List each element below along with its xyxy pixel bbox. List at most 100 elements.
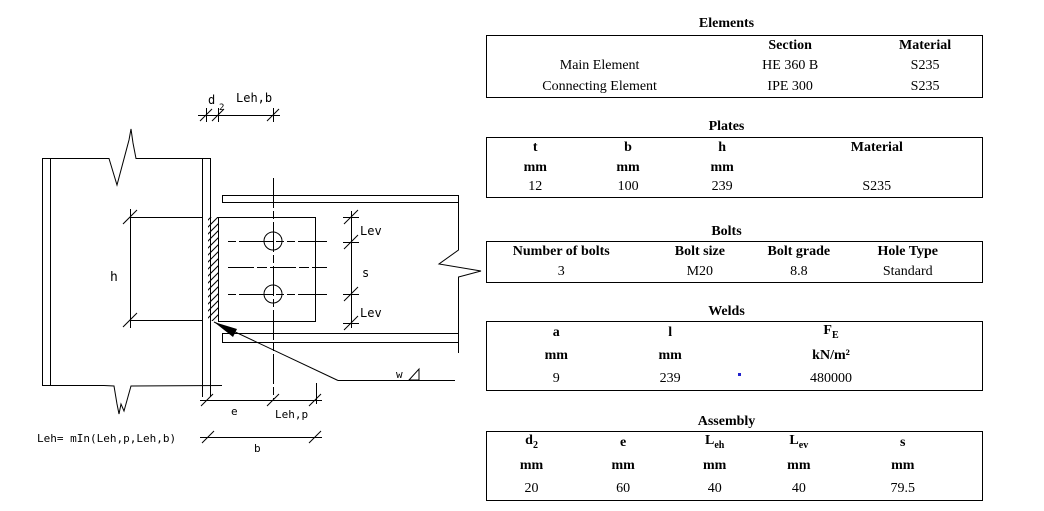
value-cell: 480000 (810, 370, 852, 386)
plates-header-material: Material (850, 139, 903, 155)
assembly-header-leh: Leh (670, 432, 759, 453)
lev-s-dimension (343, 209, 359, 331)
lev-base: L (789, 432, 799, 448)
welds-values-row: 9 239 480000 (487, 367, 982, 390)
unit-cell: mm (891, 458, 915, 473)
b-dimension (200, 430, 322, 444)
d2-dim-label: d (208, 93, 215, 107)
value-cell: 12 (528, 179, 543, 195)
bolts-header-number: Number of bolts (512, 244, 610, 259)
leader-arrowhead (214, 322, 237, 337)
plates-header-row: t b h Material (487, 138, 982, 158)
assembly-values-row: 20 60 40 40 79.5 (487, 477, 982, 500)
d2-base: d (525, 432, 533, 448)
unit-cell: mm (544, 348, 568, 363)
d2-dim-sub: 2 (219, 103, 224, 113)
h-dimension (122, 209, 202, 328)
welds-units-row: mm mm kN/m² (487, 345, 982, 368)
bolts-header-row: Number of bolts Bolt size Bolt grade Hol… (487, 242, 982, 262)
fe-sub: E (831, 329, 839, 341)
d2-sub: 2 (532, 439, 538, 451)
plates-units-row: mm mm mm (487, 158, 982, 178)
value-cell: 9 (552, 370, 560, 386)
assembly-header-row: d2 e Leh Lev s (487, 432, 982, 455)
assembly-units-row: mm mm mm mm mm (487, 455, 982, 478)
unit-cell: mm (616, 159, 640, 175)
assembly-header-lev: Lev (759, 432, 838, 453)
beam-break-line (437, 195, 482, 353)
value-cell: 79.5 (890, 480, 916, 496)
welds-header-a: a (552, 325, 560, 341)
lehp-dim-label: Leh,p (275, 408, 308, 421)
elements-header-material: Material (899, 38, 952, 54)
stray-dot (738, 373, 741, 376)
column-outline (42, 128, 223, 415)
plates-header-b: b (624, 139, 632, 155)
table-row: Connecting Element IPE 300 S235 (487, 77, 982, 97)
unit-cell: mm (787, 458, 811, 473)
assembly-header-d2: d2 (487, 432, 576, 453)
element-section: IPE 300 (767, 78, 813, 94)
bolts-table: Number of bolts Bolt size Bolt grade Hol… (486, 241, 983, 283)
elements-header-row: Section Material (487, 36, 982, 56)
bolts-header-holetype: Hole Type (877, 244, 938, 259)
e-dim-label: e (231, 405, 238, 418)
leh-base: L (705, 432, 715, 448)
plates-values-row: 12 100 239 S235 (487, 177, 982, 197)
welds-header-l: l (668, 325, 673, 341)
plates-table-title: Plates (708, 119, 745, 134)
s-label: s (362, 266, 369, 280)
assembly-header-e: e (620, 435, 627, 451)
value-cell: 40 (791, 480, 806, 496)
value-cell: 40 (707, 480, 722, 496)
welds-table-title: Welds (708, 304, 745, 319)
value-cell: S235 (862, 179, 892, 195)
unit-cell: mm (611, 458, 635, 473)
unit-cell: mm (710, 159, 734, 175)
value-cell: M20 (686, 264, 714, 279)
unit-cell: mm (658, 348, 682, 363)
b-dim-label: b (254, 442, 261, 455)
assembly-table: d2 e Leh Lev s mm mm mm mm mm 20 60 40 4… (486, 431, 983, 501)
value-cell: 239 (711, 179, 733, 195)
assembly-table-title: Assembly (697, 414, 756, 429)
elements-table-title: Elements (698, 16, 755, 31)
lev-top-label: Lev (360, 224, 382, 238)
weld-label: w (396, 368, 403, 381)
lev-sub: ev (798, 439, 809, 451)
unit-cell: mm (523, 159, 547, 175)
element-name: Main Element (559, 58, 640, 74)
element-name: Connecting Element (542, 78, 657, 94)
plates-table: t b h Material mm mm mm 12 100 239 S235 (486, 137, 983, 198)
element-material: S235 (910, 58, 940, 74)
value-cell: 60 (616, 480, 631, 496)
bolts-header-size: Bolt size (674, 244, 725, 259)
elements-table: Section Material Main Element HE 360 B S… (486, 35, 983, 98)
unit-cell: mm (703, 458, 727, 473)
leh-formula: Leh= mIn(Leh,p,Leh,b) (37, 432, 176, 445)
value-cell: Standard (882, 264, 933, 279)
fin-plate (218, 217, 316, 322)
value-cell: 100 (617, 179, 639, 195)
welds-header-fe: FE (715, 323, 948, 343)
bolts-header-grade: Bolt grade (767, 244, 831, 259)
welds-header-row: a l FE (487, 322, 982, 345)
bolts-table-title: Bolts (711, 224, 742, 239)
plates-header-h: h (718, 139, 726, 155)
bolts-values-row: 3 M20 8.8 Standard (487, 262, 982, 282)
value-cell: 239 (659, 370, 681, 386)
unit-cell: kN/m² (812, 348, 850, 363)
leh-sub: eh (714, 439, 725, 451)
value-cell: 20 (524, 480, 539, 496)
unit-cell: mm (519, 458, 544, 473)
value-cell: 8.8 (790, 264, 808, 279)
table-row: Main Element HE 360 B S235 (487, 56, 982, 76)
connection-diagram: h (37, 91, 482, 455)
top-dimension (198, 108, 280, 122)
weld-leader (213, 321, 455, 381)
weld-hatch (208, 217, 218, 321)
lev-bottom-label: Lev (360, 306, 382, 320)
h-dim-label: h (110, 270, 118, 285)
bolts (228, 178, 327, 399)
beam-outline (222, 195, 482, 353)
